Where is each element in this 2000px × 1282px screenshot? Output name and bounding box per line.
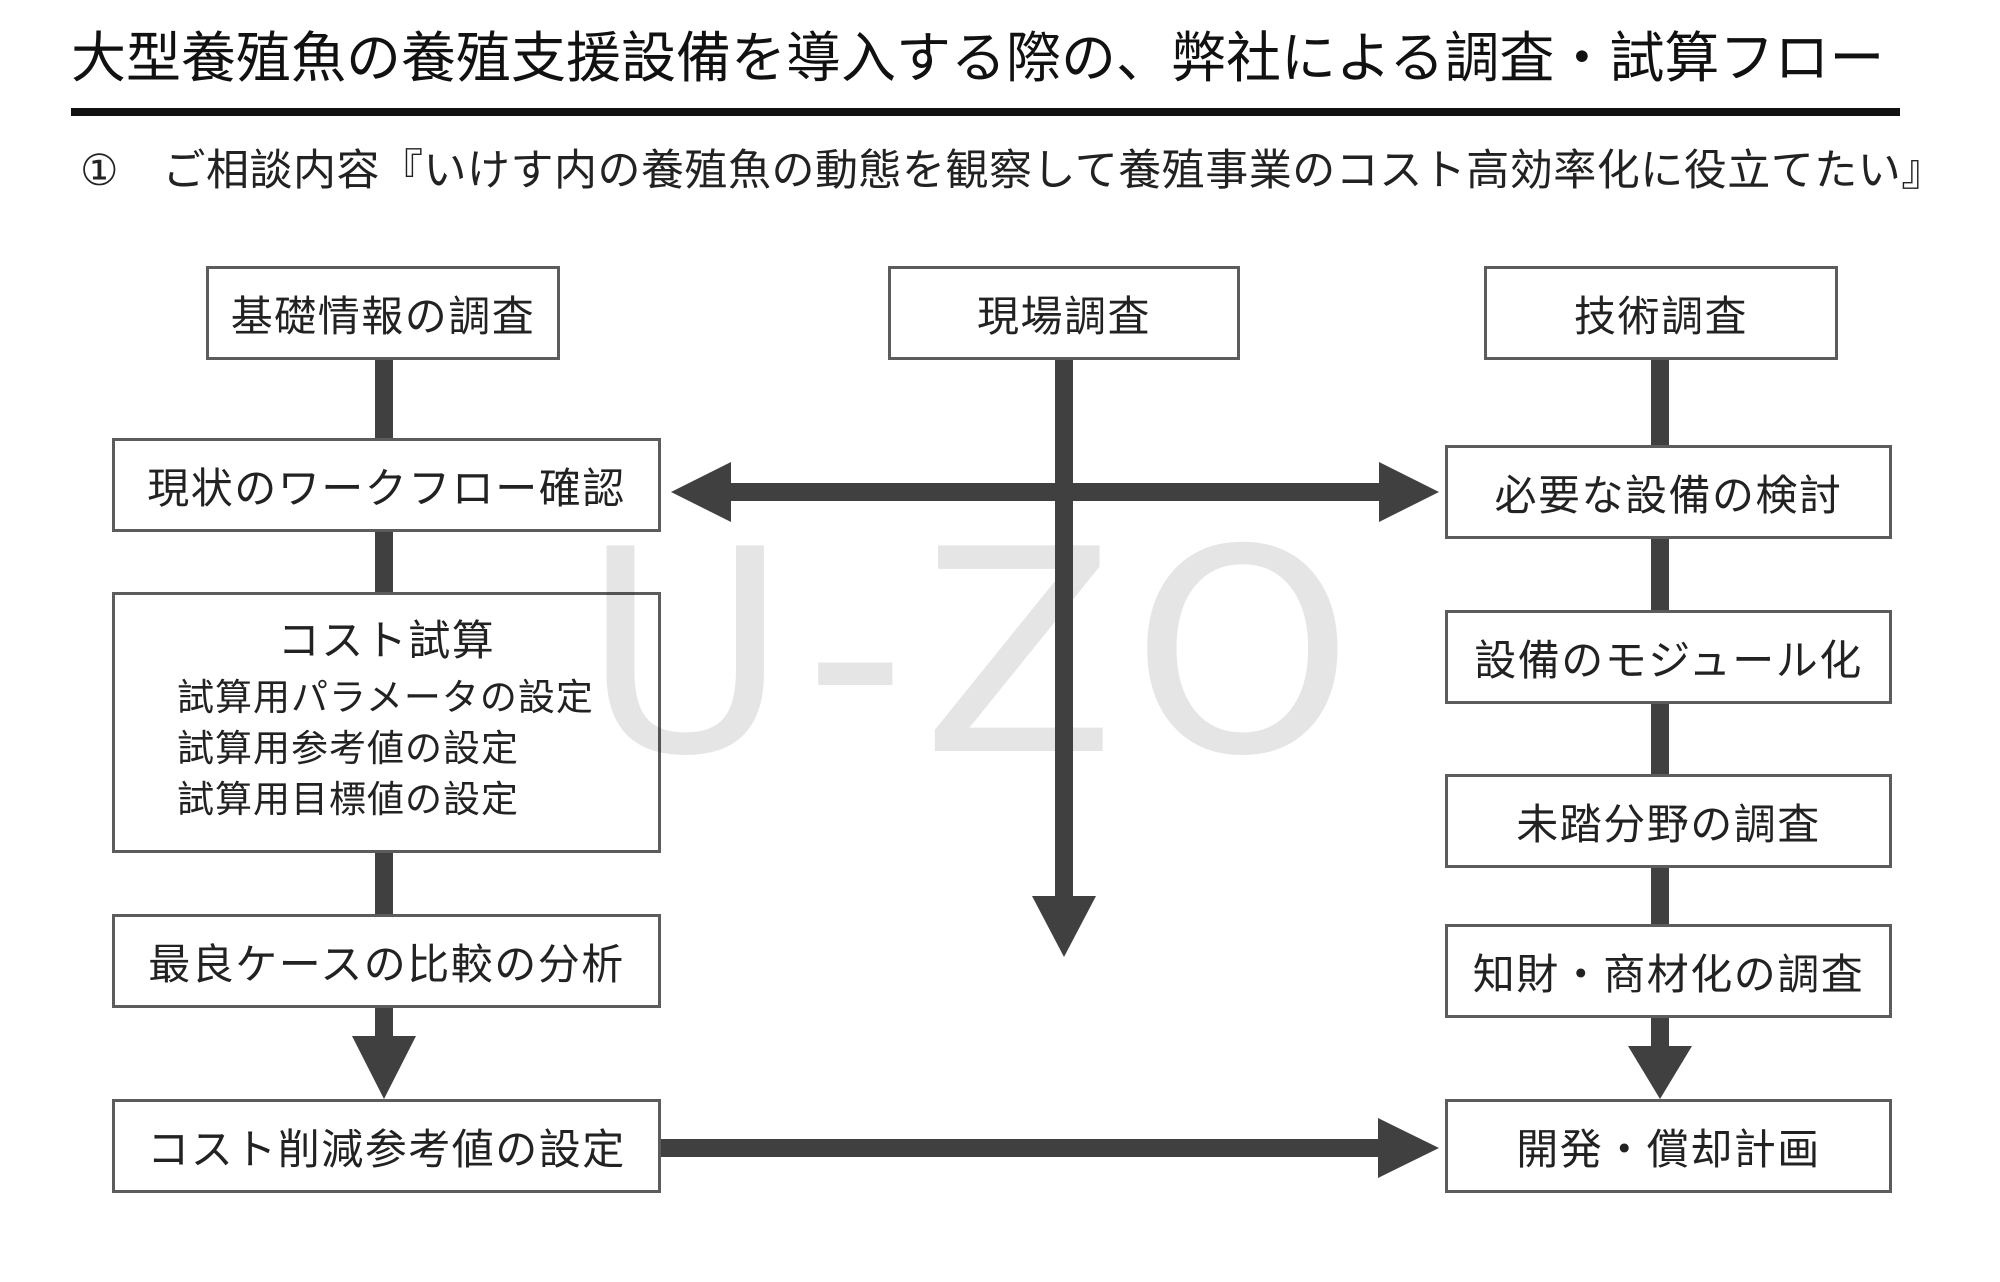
box-best-case-analysis: 最良ケースの比較の分析 <box>112 914 661 1008</box>
cost-estimate-heading: コスト試算 <box>277 616 496 665</box>
box-equipment-modularization: 設備のモジュール化 <box>1445 610 1892 704</box>
title-underline <box>71 108 1900 116</box>
arrowhead-left-pointing <box>671 462 731 522</box>
arrowhead-right-pointing <box>1379 462 1439 522</box>
page-title: 大型養殖魚の養殖支援設備を導入する際の、弊社による調査・試算フロー <box>71 26 1885 90</box>
watermark-text: U-ZO <box>582 489 1370 818</box>
box-site-survey: 現場調査 <box>888 266 1240 360</box>
box-label: 知財・商材化の調査 <box>1472 949 1865 999</box>
box-cost-reduction-reference: コスト削減参考値の設定 <box>112 1099 661 1193</box>
box-required-equipment: 必要な設備の検討 <box>1445 445 1892 539</box>
box-label: 開発・償却計画 <box>1516 1124 1821 1174</box>
box-ip-commercialization-survey: 知財・商材化の調査 <box>1445 924 1892 1018</box>
double-arrow-shaft <box>728 483 1382 501</box>
box-basic-info-survey: 基礎情報の調査 <box>206 266 560 360</box>
box-label: 技術調査 <box>1573 291 1748 341</box>
bottom-arrow-shaft <box>661 1139 1383 1157</box>
connector-right-2 <box>1651 539 1669 610</box>
box-label: 基礎情報の調査 <box>230 291 536 341</box>
box-label: 最良ケースの比較の分析 <box>148 939 625 989</box>
box-label: 設備のモジュール化 <box>1474 635 1863 685</box>
connector-center <box>1055 360 1073 900</box>
connector-left-1 <box>375 360 393 438</box>
connector-right-5 <box>1651 1018 1669 1050</box>
arrowhead-center-down <box>1032 896 1096 957</box>
box-workflow-check: 現状のワークフロー確認 <box>112 438 661 532</box>
box-label: 未踏分野の調査 <box>1516 799 1821 849</box>
box-technical-survey: 技術調査 <box>1484 266 1838 360</box>
box-label: 必要な設備の検討 <box>1494 470 1843 520</box>
box-label: 現場調査 <box>976 291 1151 341</box>
box-development-depreciation-plan: 開発・償却計画 <box>1445 1099 1892 1193</box>
cost-estimate-item: 試算用参考値の設定 <box>177 727 519 770</box>
connector-right-1 <box>1651 360 1669 445</box>
connector-left-4 <box>375 1008 393 1040</box>
arrowhead-bottom-right <box>1378 1118 1439 1178</box>
connector-right-3 <box>1651 704 1669 774</box>
connector-left-3 <box>375 853 393 914</box>
box-label: コスト削減参考値の設定 <box>147 1124 626 1174</box>
box-cost-estimate: コスト試算 試算用パラメータの設定 試算用参考値の設定 試算用目標値の設定 <box>112 592 661 853</box>
connector-left-2 <box>375 532 393 592</box>
cost-estimate-item: 試算用目標値の設定 <box>177 778 519 821</box>
arrowhead-left-down <box>352 1036 416 1099</box>
consultation-subtitle: ① ご相談内容『いけす内の養殖魚の動態を観察して養殖事業のコスト高効率化に役立て… <box>80 146 1945 196</box>
box-label: 現状のワークフロー確認 <box>147 463 626 513</box>
box-unexplored-field-survey: 未踏分野の調査 <box>1445 774 1892 868</box>
cost-estimate-list: 試算用パラメータの設定 試算用参考値の設定 試算用目標値の設定 <box>177 672 658 825</box>
arrowhead-right-down <box>1628 1046 1692 1099</box>
cost-estimate-item: 試算用パラメータの設定 <box>177 676 594 719</box>
connector-right-4 <box>1651 868 1669 924</box>
